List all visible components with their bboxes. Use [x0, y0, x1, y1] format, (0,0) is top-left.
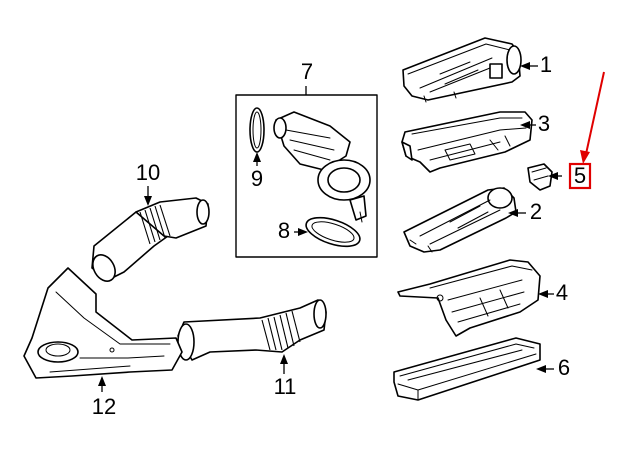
part-12-air-duct	[23, 267, 183, 379]
callout-4: 4	[538, 280, 568, 305]
callout-12: 12	[92, 376, 116, 419]
callout-1-label: 1	[540, 52, 552, 77]
callout-4-label: 4	[556, 280, 568, 305]
part-6-air-filter	[393, 337, 541, 401]
callout-3: 3	[520, 111, 550, 136]
part-2-inlet-duct	[403, 187, 517, 253]
callout-3-label: 3	[538, 111, 550, 136]
group-box-7: 7	[235, 59, 378, 258]
part-8-gasket	[305, 216, 361, 248]
callout-12-label: 12	[92, 394, 116, 419]
callout-5-highlight-box	[568, 162, 592, 190]
callout-9-label: 9	[251, 166, 263, 191]
part-1-housing-cover	[402, 37, 522, 103]
part-3-housing-upper	[401, 111, 533, 173]
callout-11: 11	[274, 354, 297, 399]
part-4-housing-lower	[397, 259, 541, 337]
callout-5: 5	[548, 162, 592, 190]
callout-11-label: 11	[274, 374, 297, 399]
callout-2: 2	[508, 199, 542, 224]
callout-10: 10	[136, 160, 160, 206]
part-11-lower-hose	[177, 299, 327, 361]
callout-1: 1	[520, 52, 552, 77]
part-5-clip	[527, 163, 553, 191]
callout-7-label: 7	[301, 59, 313, 84]
part-10-intake-hose	[91, 197, 210, 282]
part-9-seal	[249, 107, 265, 153]
callout-9: 9	[251, 152, 263, 191]
callout-6-label: 6	[558, 355, 570, 380]
callout-5-label: 5	[574, 163, 586, 188]
callout-2-label: 2	[530, 199, 542, 224]
red-pointer-arrow	[580, 71, 605, 164]
callout-6: 6	[536, 355, 570, 380]
part-7-intake-tube-assembly	[273, 111, 371, 223]
callout-8-label: 8	[278, 218, 290, 243]
callout-10-label: 10	[136, 160, 160, 185]
callout-8: 8	[278, 218, 308, 243]
